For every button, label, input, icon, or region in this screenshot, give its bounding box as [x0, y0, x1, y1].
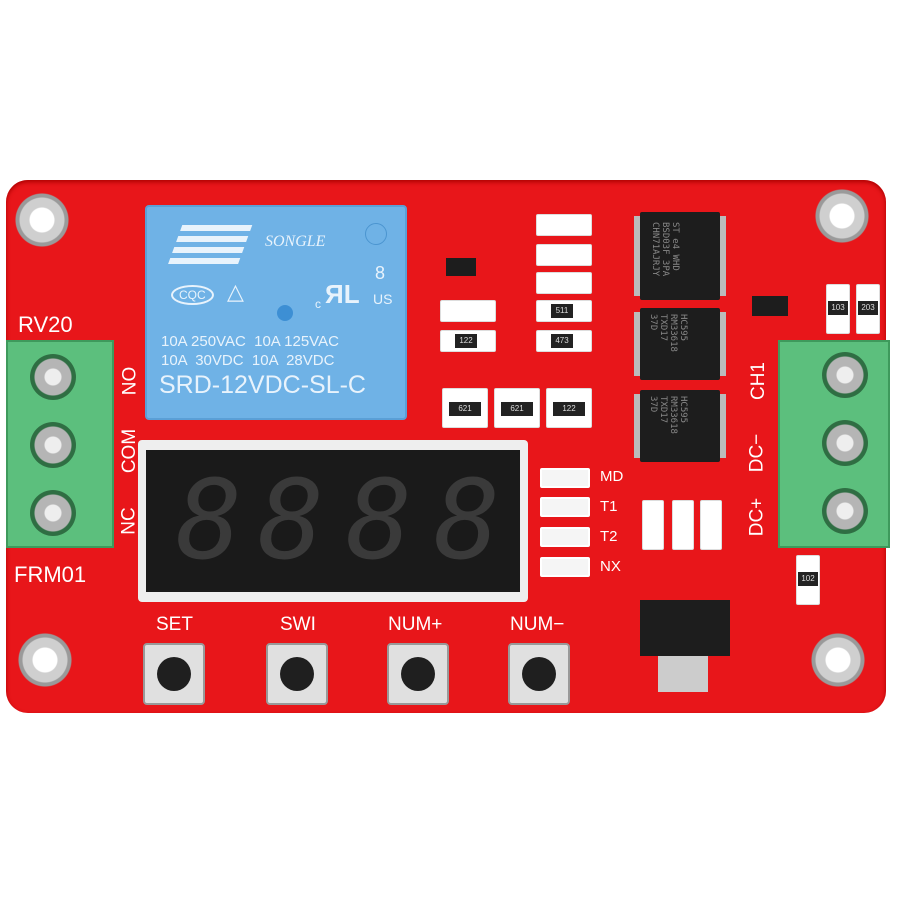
label-num-minus: NUM− — [510, 614, 565, 635]
smd-capacitor — [536, 272, 592, 294]
set-button[interactable] — [143, 643, 205, 705]
seven-segment-display: 8 8 8 8 — [138, 440, 528, 602]
label-no: NO — [119, 366, 141, 396]
display-digit: 8 — [434, 456, 501, 584]
label-swi: SWI — [280, 614, 316, 635]
resistor-code: 621 — [449, 402, 481, 416]
label-dc-plus: DC+ — [746, 497, 768, 537]
mounting-hole — [814, 188, 870, 244]
display-digit: 8 — [258, 456, 325, 584]
ic-chip-hc595: HC595 RM33618 TXD17 37D — [640, 390, 720, 462]
resistor-code: 511 — [551, 304, 573, 318]
voltage-regulator — [640, 600, 730, 656]
model-label: FRM01 — [14, 562, 87, 587]
resistor-code: 102 — [798, 572, 818, 586]
resistor-code: 621 — [501, 402, 533, 416]
relay-brand: SONGLE — [265, 233, 326, 250]
resistor-code: 203 — [858, 301, 878, 315]
cert-c: c — [315, 297, 321, 311]
regulator-tab — [658, 656, 708, 692]
cert-number: 8 — [375, 263, 386, 283]
smd-resistor: 203 — [856, 284, 880, 334]
screw-icon[interactable] — [822, 488, 868, 534]
label-dc-minus: DC− — [746, 433, 768, 473]
mounting-hole — [17, 632, 73, 688]
smd-resistor: 473 — [536, 330, 592, 352]
transistor — [752, 296, 788, 316]
indicator-led-t1 — [540, 497, 590, 517]
relay-rating-1: 10A 250VAC 10A 125VAC — [161, 333, 339, 350]
smd-capacitor — [536, 214, 592, 236]
resistor-array: 122 — [546, 388, 592, 428]
label-set: SET — [156, 614, 193, 635]
relay-model: SRD-12VDC-SL-C — [159, 371, 366, 399]
ul-mark-icon: ЯL — [325, 279, 360, 309]
relay-rating-2: 10A 30VDC 10A 28VDC — [161, 352, 335, 369]
chip-marking: HC595 RM33618 TXD17 37D — [648, 314, 688, 352]
display-digit: 8 — [346, 456, 413, 584]
screw-icon[interactable] — [822, 420, 868, 466]
songle-logo — [167, 225, 253, 265]
smd-resistor: 102 — [796, 555, 820, 605]
cert-us: US — [373, 291, 393, 307]
smd-led — [440, 300, 496, 322]
indicator-led-md — [540, 468, 590, 488]
label-t1: T1 — [600, 498, 618, 515]
smd-capacitor — [700, 500, 722, 550]
chip-marking: HC595 RM33618 TXD17 37D — [648, 396, 688, 434]
smd-resistor: 511 — [536, 300, 592, 322]
indicator-led-t2 — [540, 527, 590, 547]
label-num-plus: NUM+ — [388, 614, 443, 635]
warning-triangle-icon: △ — [227, 279, 244, 304]
resistor-array: 621 — [442, 388, 488, 428]
smd-resistor: 122 — [440, 330, 496, 352]
num-minus-button[interactable] — [508, 643, 570, 705]
num-plus-button[interactable] — [387, 643, 449, 705]
label-md: MD — [600, 468, 624, 485]
chip-marking: ST e4 WHD BSD03F 3PA CHN71AJRJY — [650, 222, 680, 277]
screw-icon[interactable] — [30, 354, 76, 400]
label-nx: NX — [600, 558, 621, 575]
smd-capacitor — [672, 500, 694, 550]
ic-chip: ST e4 WHD BSD03F 3PA CHN71AJRJY — [640, 212, 720, 300]
resistor-code: 122 — [455, 334, 477, 348]
screw-icon[interactable] — [822, 352, 868, 398]
smd-capacitor — [536, 244, 592, 266]
mounting-hole — [14, 192, 70, 248]
display-digit: 8 — [176, 456, 243, 584]
transistor — [446, 258, 476, 276]
power-terminal-block — [778, 340, 890, 548]
swi-button[interactable] — [266, 643, 328, 705]
smd-resistor: 103 — [826, 284, 850, 334]
mounting-hole — [810, 632, 866, 688]
relay-dot — [277, 305, 293, 321]
relay-terminal-block — [6, 340, 114, 548]
indicator-led-nx — [540, 557, 590, 577]
relay: SONGLE CQC △ c ЯL 8 US 10A 250VAC 10A 12… — [145, 205, 407, 420]
smd-capacitor — [642, 500, 664, 550]
resistor-code: 122 — [553, 402, 585, 416]
screw-icon[interactable] — [30, 490, 76, 536]
screw-icon[interactable] — [30, 422, 76, 468]
label-ch1: CH1 — [748, 361, 770, 401]
relay-vent — [365, 223, 387, 245]
rv-label: RV20 — [18, 312, 73, 337]
label-t2: T2 — [600, 528, 618, 545]
resistor-code: 103 — [828, 301, 848, 315]
resistor-code: 473 — [551, 334, 573, 348]
cqc-mark: CQC — [171, 285, 214, 305]
ic-chip-hc595: HC595 RM33618 TXD17 37D — [640, 308, 720, 380]
resistor-array: 621 — [494, 388, 540, 428]
